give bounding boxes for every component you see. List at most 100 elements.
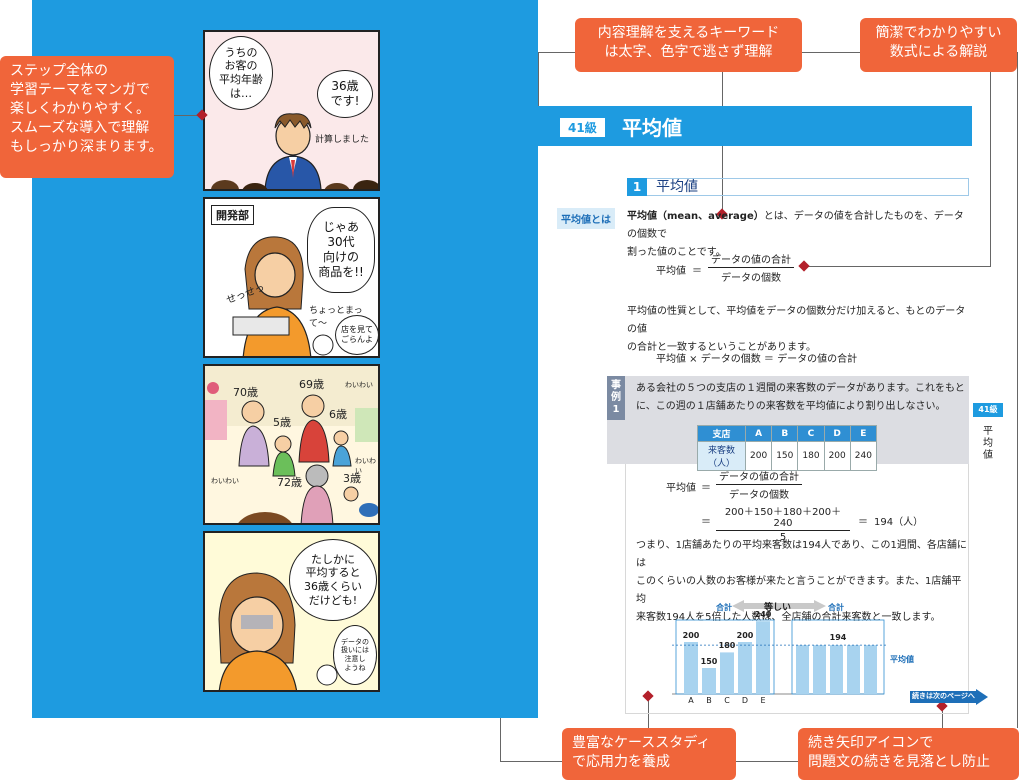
property-text: 平均値の性質として、平均値をデータの個数分だけ加えると、もとのデータの値 の合計… [627, 303, 972, 357]
speech-bubble: 店を見て ごらんよ [335, 315, 378, 355]
solution-fraction-1: データの値の合計 データの個数 [716, 468, 802, 501]
definition-rest: とは、データの値を合計したものを、データの個数で [627, 211, 964, 240]
connector-line [942, 706, 943, 728]
solution-eq: ＝ [701, 517, 711, 528]
speech-bubble: データの 扱いには 注意し ようね [333, 625, 377, 685]
fraction-numerator: データの値の合計 [708, 251, 794, 268]
lesson-header: 41級 平均値 [538, 106, 972, 146]
fraction-numerator: 200＋150＋180＋200＋240 [716, 503, 850, 531]
property-line2: の合計と一致するということがあります。 [627, 342, 816, 353]
fraction-denominator: 5 [779, 532, 787, 543]
side-keyword-label: 平均値とは [557, 208, 615, 229]
mean-bar [864, 645, 877, 694]
chapter-side-tab: 41級 [973, 403, 1003, 417]
bar-value-label: 240 [754, 610, 772, 620]
solution-line1: つまり、1店舗あたりの平均来客数は194人であり、この1週間、各店舗には [636, 540, 967, 569]
formula-eq: ＝ [692, 266, 702, 277]
manga-panel-2: 開発部 じゃあ 30代 向けの 商品を!! せっせっ ちょっとまって〜 店を見て… [203, 197, 380, 358]
example-question: ある会社の５つの支店の１週間の来客数のデータがあります。これをもと に、この週の… [636, 380, 968, 416]
age-label: 69歳 [299, 378, 324, 391]
formula-product: 平均値 × データの個数 ＝ データの値の合計 [656, 354, 858, 365]
category-tick-label: A [688, 696, 694, 705]
bar-value-label: 150 [700, 657, 718, 666]
solution-result: 194（人） [874, 517, 924, 528]
connector-line [990, 72, 991, 267]
visitor-table: 支店 A B C D E 来客数（人） 200 150 180 200 240 [697, 425, 877, 471]
callout-manga: ステップ全体の 学習テーマをマンガで 楽しくわかりやすく。 スムーズな導入で理解… [0, 56, 174, 178]
manga-panel-4: たしかに 平均すると 36歳くらい だけども! データの 扱いには 注意し よう… [203, 531, 380, 692]
connector-line [1017, 52, 1018, 728]
bar-B [702, 668, 716, 694]
table-header-cell: B [771, 425, 799, 442]
table-cell: 200 [823, 441, 851, 471]
age-label: 72歳 [277, 476, 302, 489]
mean-line-label: 平均値 [890, 655, 914, 664]
age-label: 70歳 [233, 386, 258, 399]
example-badge: 事 例 1 [607, 376, 625, 420]
fraction-denominator: データの個数 [721, 273, 781, 284]
table-cell: 200 [744, 441, 773, 471]
connector-line [538, 52, 575, 53]
table-header-cell: 支店 [697, 425, 746, 442]
example-line1: ある会社の５つの支店の１週間の来客数のデータがあります。これをもと [636, 383, 965, 394]
connector-line [736, 761, 798, 762]
mean-value-label: 194 [829, 633, 847, 643]
table-cell: 240 [849, 441, 877, 471]
solution-text: つまり、1店舗あたりの平均来客数は194人であり、この1週間、各店舗には このく… [636, 537, 968, 627]
category-tick-label: C [724, 696, 730, 705]
chapter-side-title: 平均値 [983, 426, 993, 461]
lesson-title: 平均値 [622, 116, 682, 140]
thinking-woman-illustration [218, 572, 338, 690]
category-tick-label: B [706, 696, 712, 705]
table-row-label: 来客数（人） [697, 441, 746, 471]
table-row: 来客数（人） 200 150 180 200 240 [697, 441, 877, 471]
age-label: 5歳 [273, 416, 291, 429]
callout-formula: 簡潔でわかりやすい 数式による解説 [860, 18, 1017, 72]
fraction-denominator: データの個数 [729, 490, 789, 501]
equal-label: 等しい [764, 603, 792, 613]
table-cell: 150 [771, 441, 799, 471]
office-tag: 開発部 [211, 205, 254, 225]
table-header-cell: A [744, 425, 773, 442]
category-tick-label: E [760, 696, 766, 705]
panel-caption: 計算しました [315, 135, 370, 145]
definition-line2: 割った値のことです。 [627, 247, 726, 258]
sfx-text: わいわい [345, 381, 373, 389]
solution-panel [625, 464, 969, 714]
property-line1: 平均値の性質として、平均値をデータの個数分だけ加えると、もとのデータの値 [627, 306, 966, 335]
connector-line [648, 696, 649, 728]
keyword-term: 平均値（mean、average） [627, 211, 764, 222]
speech-bubble: うちの お客の 平均年齢 は… [209, 36, 273, 110]
definition-text: 平均値（mean、average）とは、データの値を合計したものを、データの個数… [627, 208, 969, 262]
continue-arrow-icon[interactable] [910, 689, 988, 705]
bar-C [720, 652, 734, 694]
connector-line [806, 266, 991, 267]
connector-line [174, 115, 204, 116]
mean-bar [796, 645, 809, 694]
connector-line [802, 52, 860, 53]
solution-eq: ＝ [701, 483, 711, 494]
table-header-cell: E [849, 425, 877, 442]
callout-keyword: 内容理解を支えるキーワード は太字、色字で逃さず理解 [575, 18, 802, 72]
callout-arrow: 続き矢印アイコンで 問題文の続きを見落とし防止 [798, 728, 1019, 780]
example-line2: に、この週の１店舗あたりの来客数を平均値により割り出しなさい。 [636, 401, 946, 412]
age-label: 3歳 [343, 472, 361, 485]
lesson-number: 41級 [560, 118, 605, 137]
speech-bubble: 36歳 です! [317, 70, 373, 118]
mean-bar [847, 645, 860, 694]
table-header-cell: C [797, 425, 825, 442]
age-label: 6歳 [329, 408, 347, 421]
manga-panel-1: うちの お客の 平均年齢 は… 36歳 です! 計算しました [203, 30, 380, 191]
bar-D [738, 642, 752, 694]
solution-fraction-2: 200＋150＋180＋200＋240 5 [716, 503, 850, 543]
section-heading: 1 平均値 [627, 178, 969, 196]
section-title: 平均値 [656, 179, 698, 195]
connector-line [500, 761, 562, 762]
mean-bar [813, 645, 826, 694]
speech-bubble: じゃあ 30代 向けの 商品を!! [307, 207, 375, 293]
crowd-illustration [205, 366, 378, 523]
sum-label-left: 合計 [716, 603, 732, 612]
formula-lhs: 平均値 [656, 266, 686, 277]
bar-value-label: 200 [682, 631, 700, 640]
